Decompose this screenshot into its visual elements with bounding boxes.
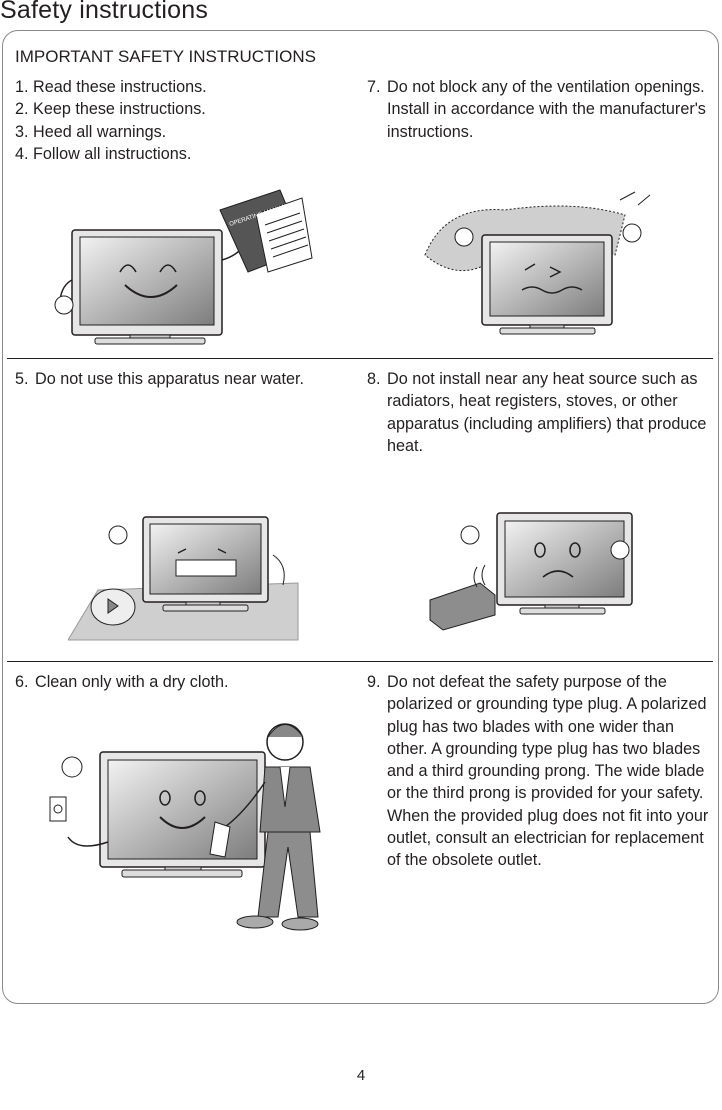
instructions-frame: [2, 30, 719, 1004]
instructions-list-1-4: 1. Read these instructions. 2. Keep thes…: [15, 76, 207, 165]
tv-near-water-illustration: [68, 516, 299, 641]
page-number: 4: [356, 1067, 366, 1084]
instruction-item-9: 9. Do not defeat the safety purpose of t…: [367, 673, 709, 870]
section-divider: [7, 358, 713, 359]
instruction-item-6: 6. Clean only with a dry cloth.: [15, 673, 229, 691]
list-item: 1. Read these instructions.: [15, 78, 207, 96]
tv-near-heat-illustration: [429, 512, 633, 631]
instruction-item-5: 5. Do not use this apparatus near water.: [15, 370, 305, 388]
list-item: 3. Heed all warnings.: [15, 122, 167, 141]
list-item: 4. Follow all instructions.: [15, 144, 192, 163]
tv-cleaning-illustration: [49, 723, 321, 931]
tv-reading-manual-illustration: OPERATING MANUAL: [54, 189, 313, 345]
list-item: 2. Keep these instructions.: [15, 100, 206, 119]
instruction-item-8: 8. Do not install near any heat source s…: [367, 370, 707, 455]
instruction-item-7: 7. Do not block any of the ventilation o…: [367, 78, 706, 141]
tv-blanket-illustration: [424, 191, 651, 335]
section-heading: IMPORTANT SAFETY INSTRUCTIONS: [15, 47, 316, 66]
section-divider: [7, 661, 713, 662]
page-title: Safety instructions: [0, 0, 209, 24]
